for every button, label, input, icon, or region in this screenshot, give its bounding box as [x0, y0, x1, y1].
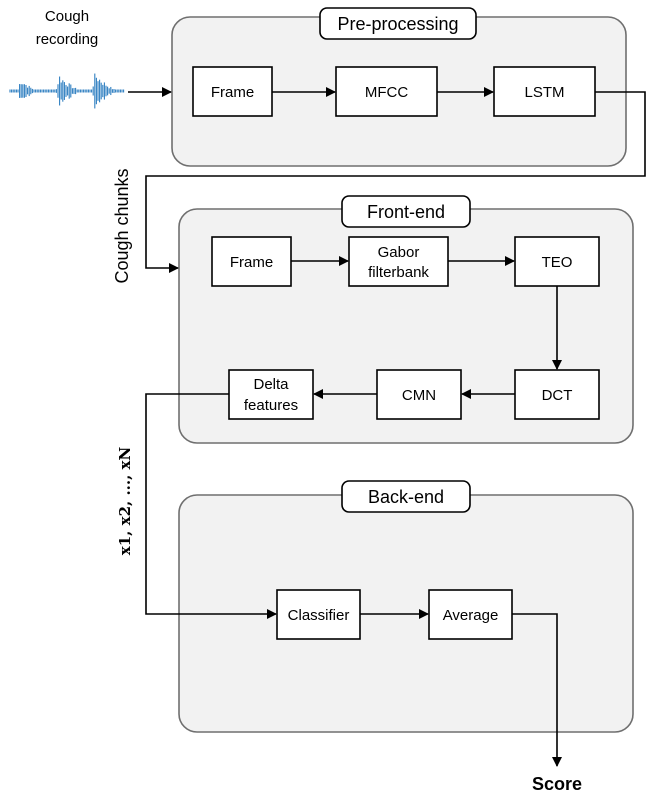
delta-label-line1: Delta — [253, 376, 289, 393]
dct-label: DCT — [542, 387, 573, 404]
delta-features-box — [228, 369, 314, 420]
teo-box — [514, 236, 600, 287]
preprocessing-title: Pre-processing — [337, 14, 458, 34]
backend-title-box — [341, 480, 471, 513]
score-label: Score — [532, 774, 582, 794]
input-label-line2: recording — [36, 31, 99, 48]
preprocessing-frame-label: Frame — [211, 84, 254, 101]
average-label: Average — [443, 607, 499, 624]
delta-label-line2: features — [244, 397, 298, 414]
lstm-label: LSTM — [524, 84, 564, 101]
classifier-label: Classifier — [288, 607, 350, 624]
preprocessing-title-box — [319, 7, 477, 40]
cmn-label: CMN — [402, 387, 436, 404]
average-to-score-arrow — [512, 613, 562, 767]
frontend-frame-label: Frame — [230, 254, 273, 271]
gabor-label-line1: Gabor — [378, 244, 420, 261]
features-label: x1, x2, ..., xN — [116, 447, 134, 556]
gabor-label-line2: filterbank — [368, 264, 429, 281]
lstm-box — [493, 66, 596, 117]
average-box — [428, 589, 513, 640]
input-label-line1: Cough — [45, 8, 89, 25]
teo-label: TEO — [542, 254, 573, 271]
audio-waveform-icon — [9, 73, 125, 109]
frontend-title: Front-end — [367, 202, 445, 222]
mfcc-label: MFCC — [365, 84, 408, 101]
chunks-label: Cough chunks — [112, 168, 132, 283]
features-connector-arrow — [145, 393, 277, 619]
mfcc-box — [335, 66, 438, 117]
frontend-title-box — [341, 195, 471, 228]
chunks-connector-arrow — [145, 91, 646, 273]
frontend-frame-box — [211, 236, 292, 287]
cmn-box — [376, 369, 462, 420]
backend-title: Back-end — [368, 487, 444, 507]
gabor-box — [348, 236, 449, 287]
